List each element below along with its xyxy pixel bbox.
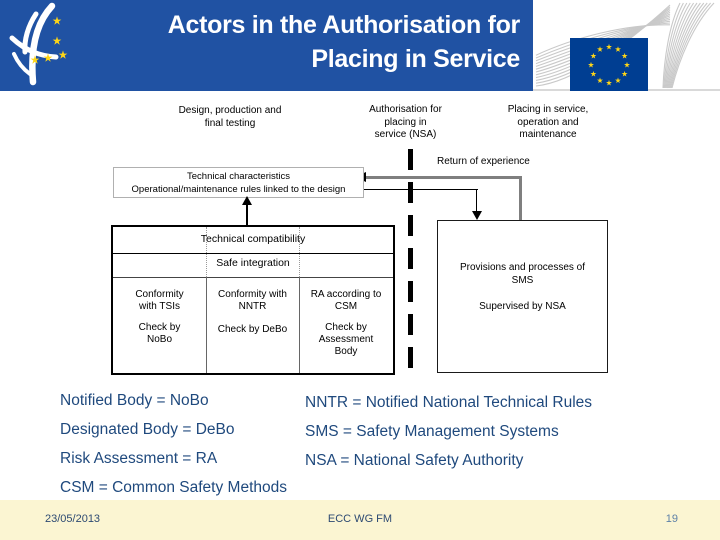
org-logo-icon bbox=[9, 2, 68, 86]
slide-footer: 23/05/2013 ECC WG FM 19 bbox=[0, 500, 720, 540]
arrow-down-icon bbox=[471, 211, 482, 220]
return-of-experience-label: Return of experience bbox=[437, 156, 530, 167]
sms-box-line1: Provisions and processes of SMS bbox=[459, 262, 586, 286]
cell-conformity-nntr: Conformity with NNTR bbox=[218, 289, 287, 312]
legend-notified-body: Notified Body = NoBo bbox=[60, 392, 209, 409]
cell-conformity-tsis: Conformity with TSIs bbox=[135, 289, 184, 312]
legend-designated-body: Designated Body = DeBo bbox=[60, 421, 235, 438]
up-arrow-line bbox=[246, 204, 248, 225]
legend-nntr: NNTR = Notified National Technical Rules bbox=[305, 394, 593, 411]
commission-waves-and-eu-flag bbox=[535, 2, 715, 91]
sms-box: Provisions and processes of SMS Supervis… bbox=[437, 220, 608, 373]
table-subheader-safe-integration: Safe integration bbox=[216, 257, 290, 269]
table-dotted-divider-1 bbox=[206, 227, 207, 277]
tech-box-line2: Operational/maintenance rules linked to … bbox=[131, 184, 346, 195]
table-divider-1 bbox=[113, 253, 393, 254]
slide-title-line2: Placing in Service bbox=[311, 45, 520, 73]
legend-nsa: NSA = National Safety Authority bbox=[305, 452, 524, 469]
cell-check-assessment-body: Check by Assessment Body bbox=[318, 322, 374, 357]
phase-label-design: Design, production and final testing bbox=[178, 105, 282, 129]
slide-title-line1: Actors in the Authorisation for bbox=[167, 11, 521, 39]
compatibility-table: Technical compatibility Safe integration… bbox=[111, 225, 395, 375]
table-divider-2 bbox=[113, 277, 393, 278]
footer-group-label: ECC WG FM bbox=[327, 513, 393, 525]
table-column-divider-2 bbox=[299, 277, 300, 373]
cell-ra-csm: RA according to CSM bbox=[310, 289, 382, 312]
legend-left-column: Notified Body = NoBo Designated Body = D… bbox=[60, 391, 287, 507]
rules-line-vertical bbox=[476, 189, 478, 212]
sms-box-line2: Supervised by NSA bbox=[479, 301, 566, 312]
cell-check-debo: Check by DeBo bbox=[217, 324, 288, 335]
phase-label-placing-in-service: Placing in service, operation and mainte… bbox=[507, 104, 589, 140]
header-blue-banner bbox=[0, 0, 533, 91]
legend-right-column: NNTR = Notified National Technical Rules… bbox=[305, 393, 592, 480]
return-line-vertical bbox=[519, 176, 522, 221]
footer-page-number: 19 bbox=[665, 513, 678, 525]
phase-label-authorisation: Authorisation for placing in service (NS… bbox=[369, 104, 442, 140]
return-line-horizontal bbox=[366, 176, 522, 179]
table-header-technical-compatibility: Technical compatibility bbox=[200, 233, 306, 245]
legend-risk-assessment: Risk Assessment = RA bbox=[60, 450, 218, 467]
rules-line-horizontal bbox=[364, 189, 478, 191]
legend-csm: CSM = Common Safety Methods bbox=[60, 479, 287, 496]
eu-flag-icon bbox=[570, 38, 648, 91]
table-dotted-divider-2 bbox=[299, 227, 300, 277]
legend-sms: SMS = Safety Management Systems bbox=[305, 423, 559, 440]
cell-check-nobo: Check by NoBo bbox=[138, 322, 181, 345]
tech-box-line1: Technical characteristics bbox=[187, 171, 290, 182]
arrow-up-icon bbox=[241, 196, 252, 205]
phase-divider-dashed-line bbox=[408, 149, 413, 377]
footer-date: 23/05/2013 bbox=[45, 513, 101, 525]
table-column-divider-1 bbox=[206, 277, 207, 373]
technical-characteristics-box: Technical characteristics Operational/ma… bbox=[113, 167, 364, 198]
slide-header: Actors in the Authorisation for Placing … bbox=[0, 0, 720, 91]
slide-title: Actors in the Authorisation for Placing … bbox=[110, 8, 521, 76]
